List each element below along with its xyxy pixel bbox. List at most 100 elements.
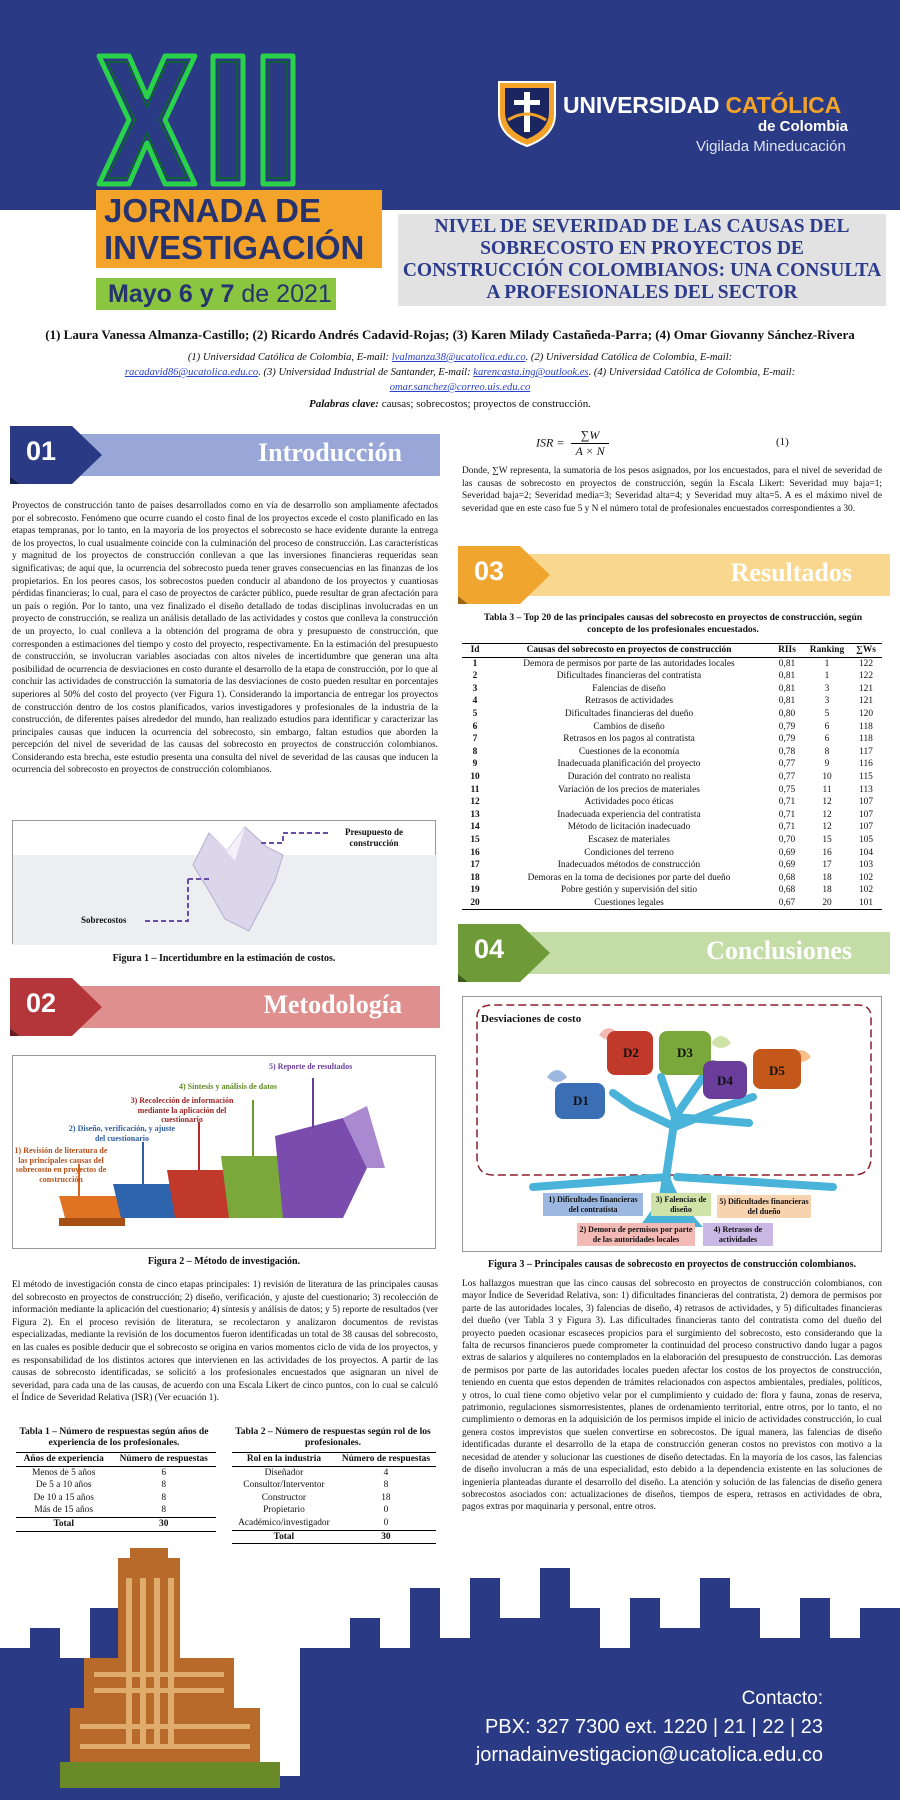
- table-cell: 0,77: [778, 771, 796, 782]
- city-skyline-illustration: [0, 1548, 900, 1800]
- table-cell: Método de licitación inadecuado: [567, 822, 691, 833]
- fig1-top-label: Presupuesto de construcción: [344, 827, 404, 848]
- section-number-tab: [10, 426, 102, 484]
- d4-label: D4: [717, 1073, 733, 1088]
- table-cell: 121: [858, 683, 874, 694]
- table-3-header: ∑Ws: [850, 643, 882, 658]
- affiliation-4: . (4) Universidad Católica de Colombia, …: [588, 367, 796, 378]
- email-link-3[interactable]: karencasta.ing@outlook.es: [473, 367, 589, 378]
- table-cell: Total: [232, 1529, 336, 1545]
- figure-3: Desviaciones de costo D1 D2 D3 D4 D5 1) …: [462, 996, 882, 1252]
- event-date-year: de 2021: [241, 280, 332, 308]
- section-number: 04: [474, 934, 505, 964]
- table-cell: 0,79: [778, 734, 796, 745]
- step-4-label: 4) Síntesis y análisis de datos: [179, 1082, 319, 1092]
- table-cell: 15: [470, 834, 480, 845]
- table-cell: 0,69: [778, 847, 796, 858]
- equation-number: (1): [776, 436, 789, 448]
- section-header-metodologia: 02 Metodología: [10, 976, 440, 1036]
- table-cell: 8: [161, 1480, 167, 1491]
- table-3-header: Causas del sobrecosto en proyectos de co…: [488, 643, 770, 658]
- table-cell: 17: [822, 860, 832, 871]
- d3-label: D3: [677, 1045, 693, 1060]
- section-title: Metodología: [263, 990, 402, 1019]
- step-5-number: 5): [269, 1062, 278, 1071]
- jornada-line-2: INVESTIGACIÓN: [104, 229, 365, 266]
- table-cell: Más de 15 años: [34, 1505, 94, 1516]
- email-link-2[interactable]: racadavid86@ucatolica.edu.co: [124, 367, 259, 378]
- table-cell: Retrasos en los pagos al contratista: [563, 734, 695, 745]
- table-cell: 0,75: [778, 784, 796, 795]
- table-cell: Consultor/Interventor: [243, 1480, 325, 1491]
- authors-line: (1) Laura Vanessa Almanza-Castillo; (2) …: [45, 327, 855, 342]
- table-cell: 10: [822, 771, 832, 782]
- contact-email[interactable]: jornadainvestigacion@ucatolica.edu.co: [475, 1744, 823, 1766]
- table-cell: 6: [824, 734, 830, 745]
- section-band: [488, 554, 890, 596]
- email-link-1[interactable]: lvalmanza38@ucatolica.edu.co: [391, 352, 526, 363]
- section-number: 01: [26, 436, 57, 466]
- table-cell: De 10 a 15 años: [33, 1492, 94, 1503]
- equation: ISR = ∑W A × N: [536, 428, 609, 459]
- figure-1-caption: Figura 1 – Incertidumbre en la estimació…: [112, 953, 336, 964]
- section-number: 02: [26, 988, 57, 1018]
- step-3-label: 3) Recolección de información mediante l…: [117, 1096, 247, 1125]
- university-name: UNIVERSIDAD CATÓLICA: [563, 92, 841, 119]
- university-name-part2: CATÓLICA: [725, 92, 841, 118]
- conclusion-paragraph: Los hallazgos muestran que las cinco cau…: [462, 1279, 882, 1513]
- table-cell: 11: [470, 784, 480, 795]
- table-cell: Propietario: [263, 1505, 305, 1516]
- table-cell: 101: [850, 896, 882, 911]
- table-cell: 20: [462, 896, 488, 911]
- equation-denominator: A × N: [575, 444, 605, 458]
- table-cell: Falencias de diseño: [592, 683, 666, 694]
- table-cell: Variación de los precios de materiales: [558, 784, 700, 795]
- method-paragraph: El método de investigación consta de cin…: [12, 1280, 438, 1404]
- table-cell: 8: [472, 746, 478, 757]
- email-link-4[interactable]: omar.sanchez@correo.uis.edu.co: [389, 382, 531, 393]
- table-3-header: RIIs: [770, 643, 804, 658]
- step-5-label: 5) Reporte de resultados: [269, 1062, 389, 1072]
- table-2-header: Rol en la industria: [232, 1452, 336, 1467]
- table-cell: 121: [858, 696, 874, 707]
- table-cell: 16: [822, 847, 832, 858]
- table-cell: 12: [822, 822, 832, 833]
- iceberg-illustration: [13, 826, 437, 945]
- method-steps-diagram: [59, 1078, 385, 1226]
- table-cell: 1: [824, 671, 830, 682]
- fig3-label-5: 5) Dificultades financieras del dueño: [717, 1195, 811, 1218]
- table-cell: 3: [472, 683, 478, 694]
- section-number: 03: [474, 556, 505, 586]
- table-2-header: Número de respuestas: [335, 1452, 436, 1467]
- d2-label: D2: [623, 1045, 639, 1060]
- table-cell: 10: [470, 771, 480, 782]
- step-3-number: 3): [130, 1096, 140, 1105]
- table-cell: 18: [822, 872, 832, 883]
- table-cell: Demora de permisos por parte de las auto…: [523, 658, 735, 669]
- table-cell: 117: [859, 746, 873, 757]
- table-cell: 0,69: [778, 860, 796, 871]
- affiliations: (1) Universidad Católica de Colombia, E-…: [90, 350, 830, 395]
- table-cell: 6: [472, 721, 478, 732]
- fig3-label-4: 4) Retrasos de actividades: [703, 1223, 773, 1246]
- table-cell: Menos de 5 años: [32, 1467, 96, 1478]
- table-cell: 30: [335, 1529, 436, 1545]
- table-cell: 1: [472, 658, 478, 669]
- fig3-label-1: 1) Dificultades financieras del contrati…: [543, 1193, 643, 1216]
- paper-title: NIVEL DE SEVERIDAD DE LAS CAUSAS DEL SOB…: [398, 214, 886, 306]
- table-cell: 0,71: [778, 822, 796, 833]
- affiliation-1: (1) Universidad Católica de Colombia, E-…: [187, 352, 392, 363]
- table-row: 11 Variación de los precios de materiales…: [462, 784, 882, 797]
